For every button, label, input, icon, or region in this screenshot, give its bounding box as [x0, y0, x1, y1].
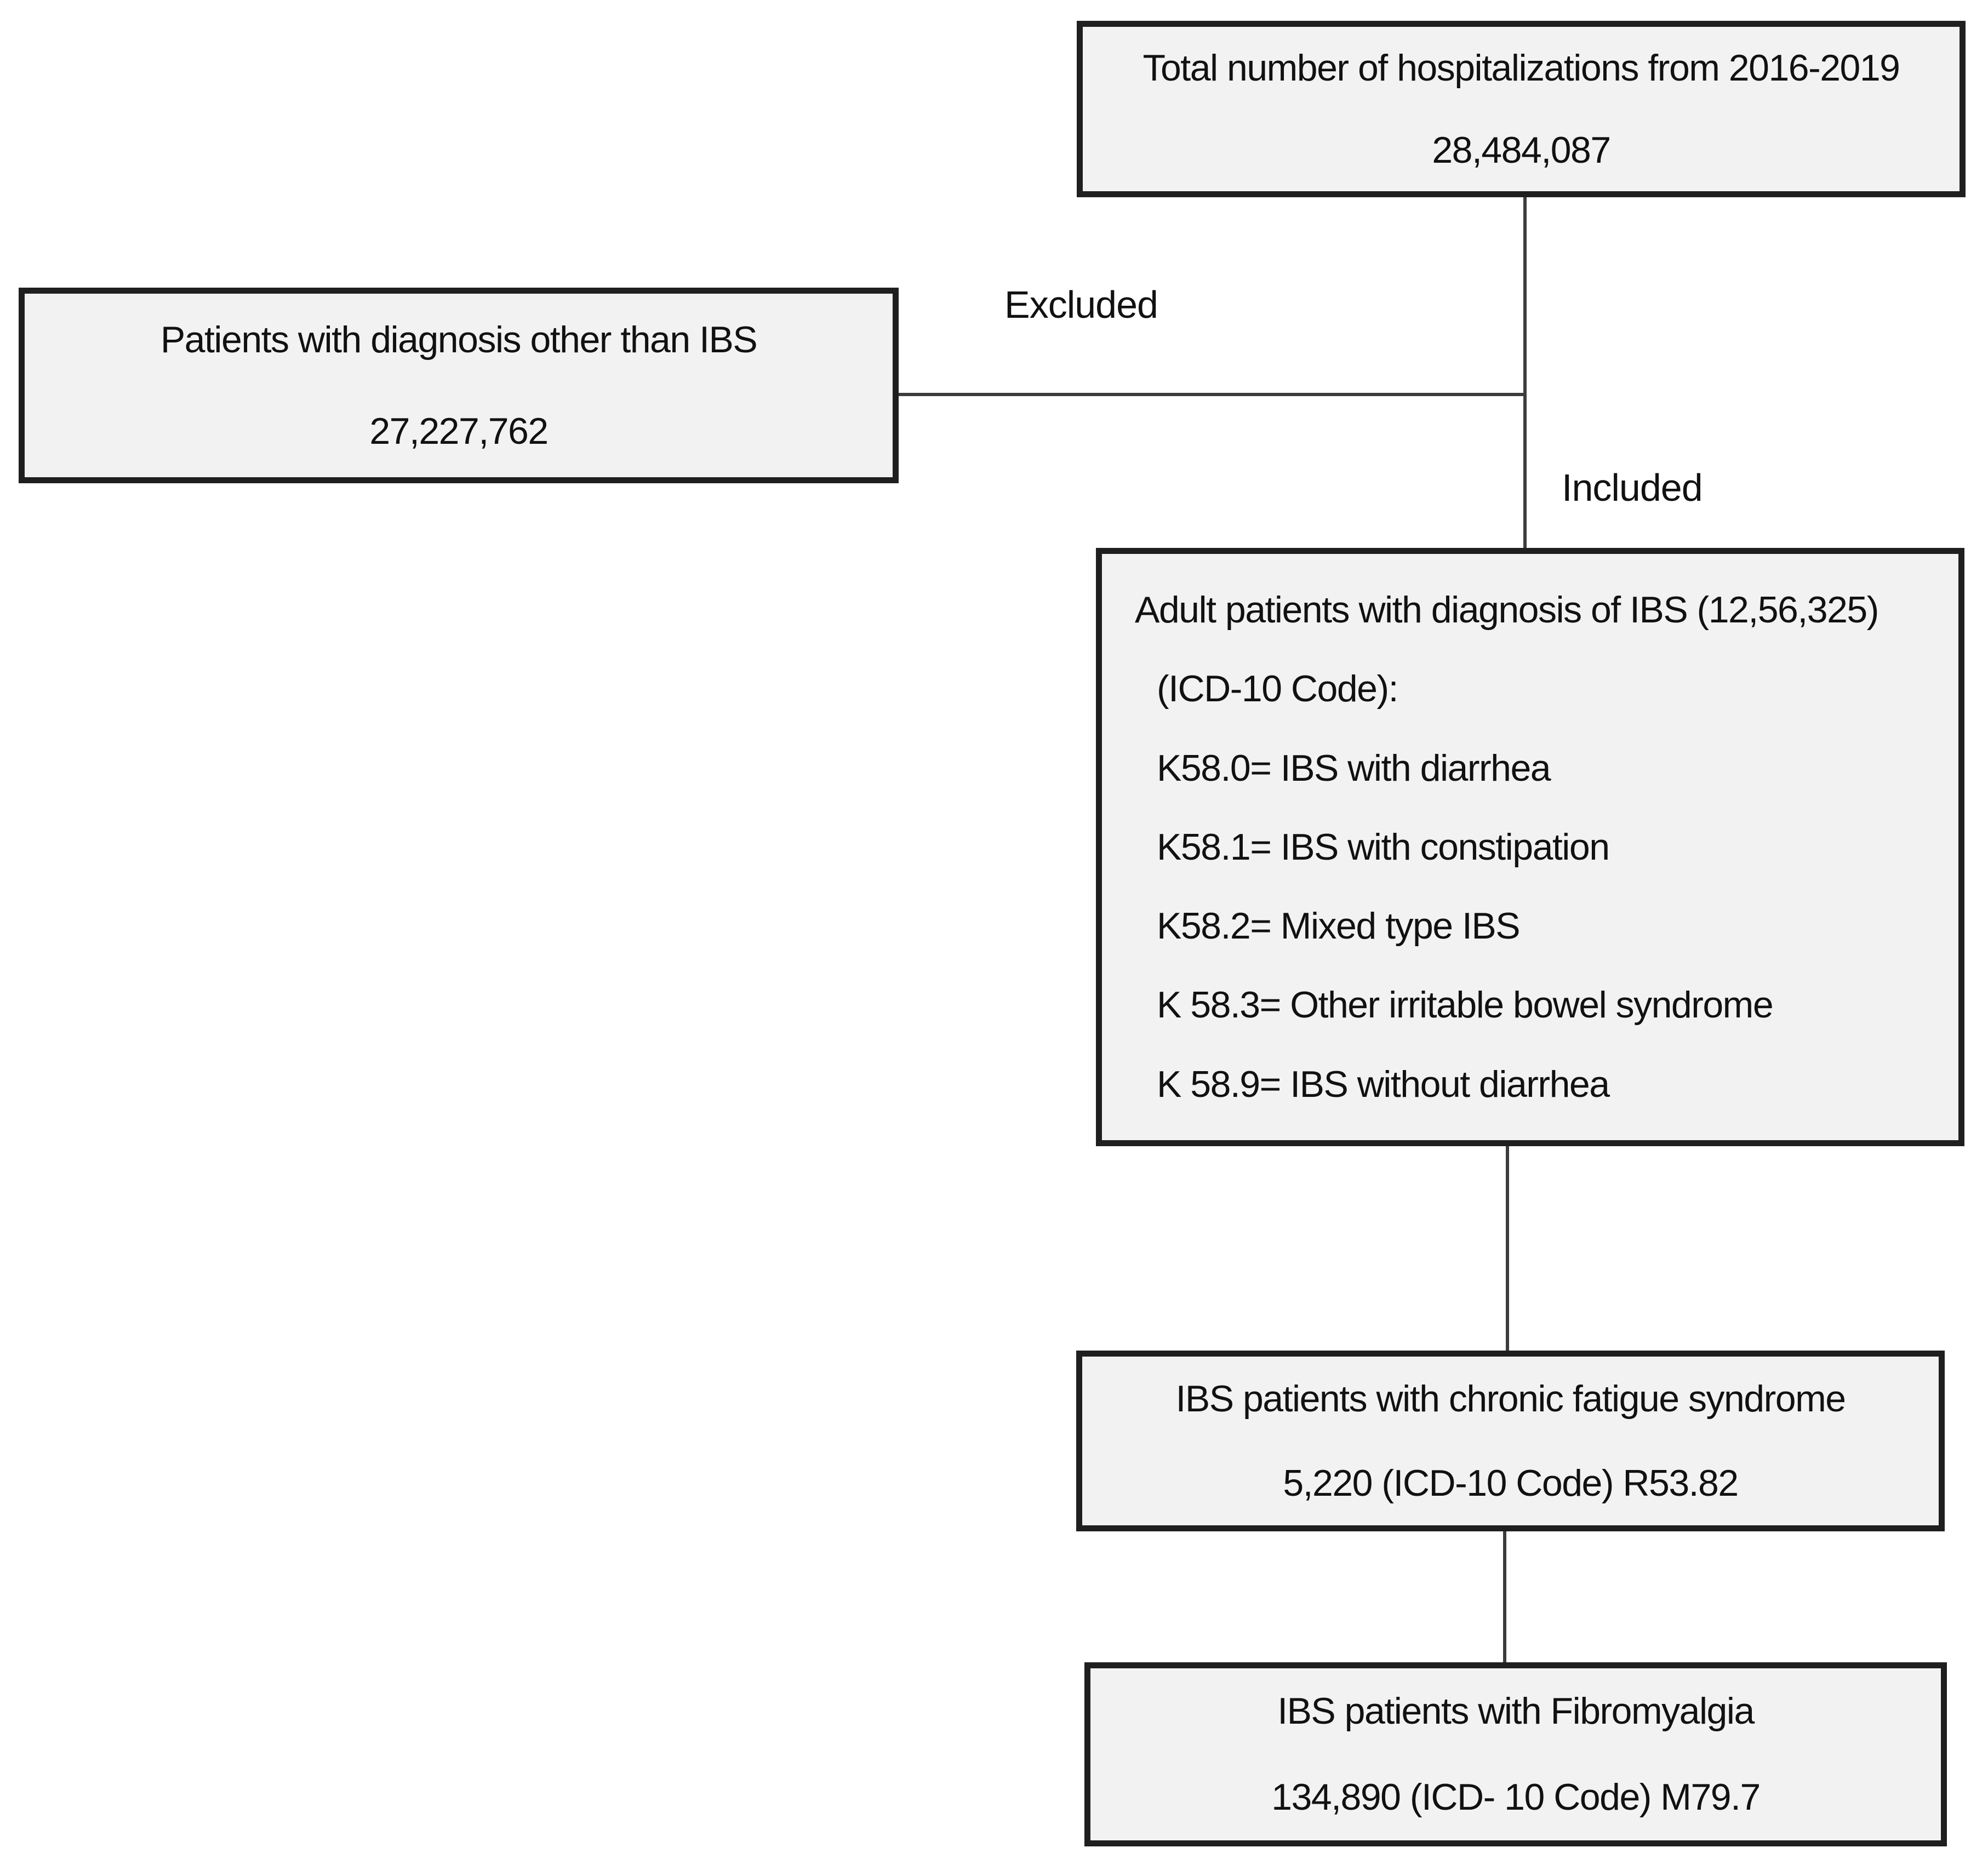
box-total-value: 28,484,087 — [1432, 129, 1611, 171]
ibs-code-k58-0: K58.0= IBS with diarrhea — [1157, 747, 1551, 789]
box-ibs-title: Adult patients with diagnosis of IBS (12… — [1135, 589, 1879, 631]
box-fibromyalgia: IBS patients with Fibromyalgia 134,890 (… — [1084, 1662, 1947, 1846]
box-excluded-title: Patients with diagnosis other than IBS — [160, 318, 758, 361]
box-cfs-value: 5,220 (ICD-10 Code) R53.82 — [1283, 1462, 1739, 1504]
box-total-title: Total number of hospitalizations from 20… — [1142, 47, 1900, 89]
connector-ibs-to-cfs — [1506, 1146, 1509, 1351]
ibs-code-k58-9: K 58.9= IBS without diarrhea — [1157, 1063, 1610, 1105]
label-excluded: Excluded — [1004, 283, 1158, 326]
ibs-code-k58-2: K58.2= Mixed type IBS — [1157, 905, 1521, 947]
box-chronic-fatigue: IBS patients with chronic fatigue syndro… — [1076, 1351, 1945, 1531]
box-fibro-title: IBS patients with Fibromyalgia — [1277, 1690, 1755, 1732]
ibs-icd-heading: (ICD-10 Code): — [1157, 668, 1399, 710]
connector-cfs-to-fibromyalgia — [1503, 1531, 1506, 1662]
box-total-hospitalizations: Total number of hospitalizations from 20… — [1077, 21, 1966, 197]
label-included: Included — [1562, 466, 1703, 509]
box-excluded-patients: Patients with diagnosis other than IBS 2… — [19, 288, 899, 483]
box-ibs-included: Adult patients with diagnosis of IBS (12… — [1096, 548, 1964, 1146]
box-excluded-value: 27,227,762 — [369, 410, 549, 453]
ibs-code-k58-3: K 58.3= Other irritable bowel syndrome — [1157, 984, 1774, 1026]
connector-total-to-ibs — [1523, 197, 1527, 548]
connector-excluded-branch — [899, 393, 1527, 396]
box-fibro-value: 134,890 (ICD- 10 Code) M79.7 — [1271, 1776, 1761, 1818]
box-cfs-title: IBS patients with chronic fatigue syndro… — [1175, 1377, 1846, 1420]
ibs-code-k58-1: K58.1= IBS with constipation — [1157, 826, 1610, 868]
